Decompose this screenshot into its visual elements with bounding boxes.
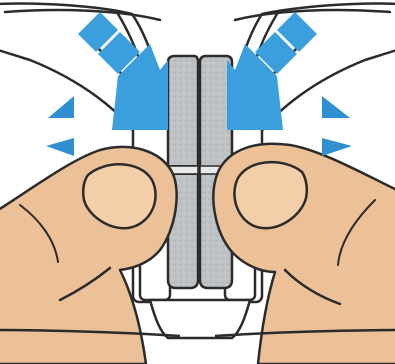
motion-indicator-left-icon bbox=[46, 96, 74, 156]
motion-indicator-right-icon bbox=[322, 96, 352, 156]
